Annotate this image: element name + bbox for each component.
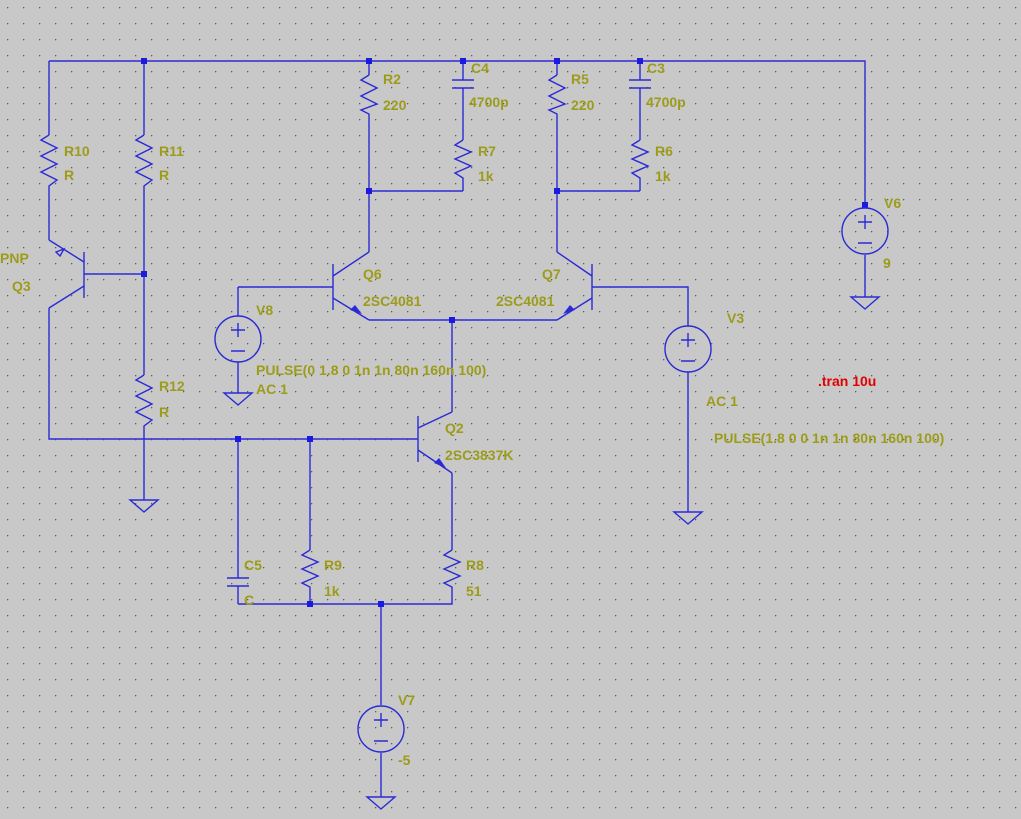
resistor-r10[interactable]: R10 R	[39, 134, 90, 191]
resistor-r12[interactable]: R12 R	[134, 374, 185, 431]
r11-value: R	[159, 167, 169, 183]
v3-ref: V3	[727, 310, 744, 326]
q6-model: 2SC4081	[363, 293, 422, 309]
capacitor-c4[interactable]: C4 4700p	[452, 60, 509, 110]
r2-ref: R2	[383, 71, 401, 87]
r12-ref: R12	[159, 378, 185, 394]
resistor-r11[interactable]: R11 R	[134, 134, 184, 191]
resistor-r6[interactable]: R6 1k	[630, 139, 673, 184]
q6-ref: Q6	[363, 266, 382, 282]
v3-ac: AC 1	[706, 393, 738, 409]
transistor-q6[interactable]: Q6 2SC4081	[332, 251, 422, 321]
r11-ref: R11	[159, 143, 184, 159]
r8-value: 51	[466, 583, 482, 599]
c5-value: C	[244, 592, 254, 608]
r5-value: 220	[571, 97, 595, 113]
r5-ref: R5	[571, 71, 589, 87]
r6-value: 1k	[655, 168, 671, 184]
transistor-q2[interactable]: Q2 2SC3837K	[417, 411, 514, 474]
r9-value: 1k	[324, 583, 340, 599]
v6-value: 9	[883, 255, 891, 271]
c3-ref: C3	[647, 60, 665, 76]
resistor-r2[interactable]: R2 220	[359, 71, 407, 118]
r10-ref: R10	[64, 143, 90, 159]
capacitor-c5[interactable]: C5 C	[227, 557, 262, 608]
resistor-r7[interactable]: R7 1k	[453, 139, 496, 184]
junction-dots	[141, 58, 868, 607]
r8-ref: R8	[466, 557, 484, 573]
q2-model: 2SC3837K	[445, 447, 514, 463]
c4-value: 4700p	[469, 94, 509, 110]
q7-model: 2SC4081	[496, 293, 555, 309]
voltage-source-v7[interactable]: V7 -5	[357, 692, 415, 768]
transistor-q3-pnp[interactable]: PNP Q3	[0, 239, 85, 309]
capacitor-c3[interactable]: C3 4700p	[629, 60, 686, 110]
v8-ref: V8	[256, 302, 273, 318]
c3-value: 4700p	[646, 94, 686, 110]
transistor-q7[interactable]: Q7 2SC4081	[496, 251, 593, 321]
voltage-source-v8[interactable]: V8 PULSE(0 1.8 0 1n 1n 80n 160n 100) AC …	[214, 302, 486, 397]
r7-ref: R7	[478, 143, 496, 159]
r12-value: R	[159, 404, 169, 420]
q3-ref: Q3	[12, 278, 31, 294]
c5-ref: C5	[244, 557, 262, 573]
v6-ref: V6	[884, 195, 901, 211]
v8-ac: AC 1	[256, 381, 288, 397]
spice-directive[interactable]: .tran 10u	[818, 373, 876, 389]
r2-value: 220	[383, 97, 407, 113]
resistor-r8[interactable]: R8 51	[442, 549, 484, 599]
q7-ref: Q7	[542, 266, 561, 282]
v7-ref: V7	[398, 692, 415, 708]
ground-symbols	[128, 296, 881, 810]
voltage-source-v6[interactable]: V6 9	[841, 195, 901, 271]
voltage-source-v3[interactable]: V3 AC 1 PULSE(1.8 0 0 1n 1n 80n 160n 100…	[664, 310, 944, 446]
resistor-r5[interactable]: R5 220	[547, 71, 595, 118]
v8-pulse: PULSE(0 1.8 0 1n 1n 80n 160n 100)	[256, 362, 486, 378]
resistor-r9[interactable]: R9 1k	[300, 549, 342, 599]
wires	[48, 60, 866, 797]
q3-model: PNP	[0, 250, 29, 266]
c4-ref: C4	[471, 60, 489, 76]
r9-ref: R9	[324, 557, 342, 573]
r6-ref: R6	[655, 143, 673, 159]
v3-pulse: PULSE(1.8 0 0 1n 1n 80n 160n 100)	[714, 430, 944, 446]
q2-ref: Q2	[445, 420, 464, 436]
r10-value: R	[64, 167, 74, 183]
r7-value: 1k	[478, 168, 494, 184]
v7-value: -5	[398, 752, 411, 768]
